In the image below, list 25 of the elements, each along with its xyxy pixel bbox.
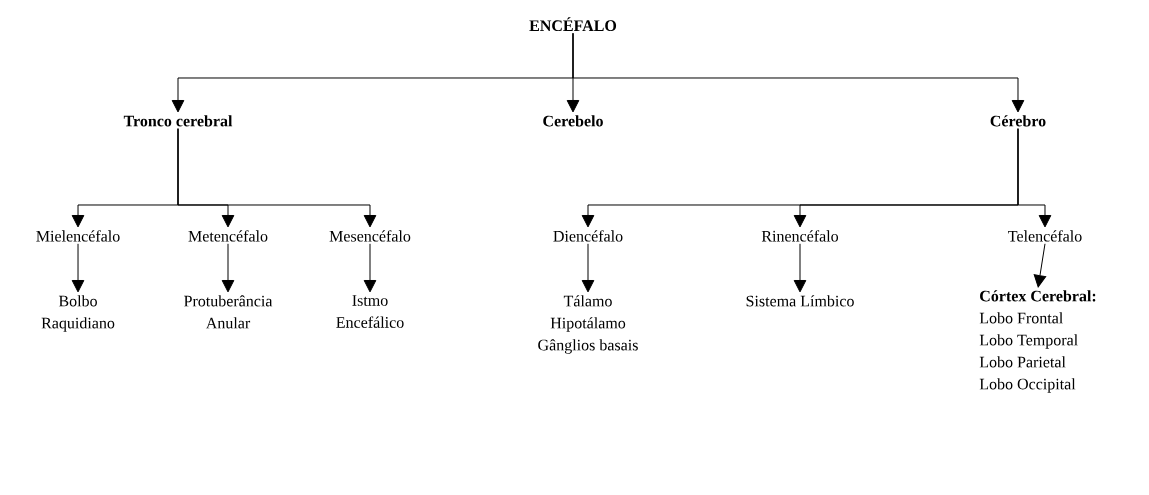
arrow bbox=[71, 243, 85, 293]
node-label: ENCÉFALO bbox=[529, 17, 617, 32]
node-label: Bolbo Raquidiano bbox=[41, 295, 115, 332]
node-label: Mesencéfalo bbox=[329, 230, 411, 242]
node-label: Metencéfalo bbox=[188, 230, 268, 242]
arrow bbox=[1017, 128, 1052, 228]
arrow bbox=[363, 243, 377, 293]
arrow bbox=[221, 243, 235, 293]
node-label: Córtex Cerebral: Lobo Frontal Lobo Temporal Lobo Parietal Lobo Occipital bbox=[979, 290, 1096, 393]
node-label: Rinencéfalo bbox=[761, 230, 839, 242]
node-label: Diencéfalo bbox=[553, 230, 623, 242]
node-label: Protuberância Anular bbox=[184, 295, 273, 329]
node-label: Telencéfalo bbox=[1008, 230, 1082, 242]
node-label: Tálamo Hipotálamo Gânglios basais bbox=[538, 295, 638, 354]
arrow bbox=[1033, 243, 1047, 288]
node-label: Istmo Encefálico bbox=[336, 295, 404, 328]
node-label: Cérebro bbox=[990, 115, 1046, 127]
node-label: Sistema Límbico bbox=[746, 295, 854, 307]
arrow bbox=[793, 243, 807, 293]
arrow bbox=[581, 243, 595, 293]
arrow bbox=[572, 32, 1025, 113]
node-label: Mielencéfalo bbox=[36, 230, 120, 242]
node-label: Cerebelo bbox=[543, 115, 603, 127]
arrow bbox=[177, 128, 377, 228]
node-label: Tronco cerebral bbox=[123, 115, 233, 127]
